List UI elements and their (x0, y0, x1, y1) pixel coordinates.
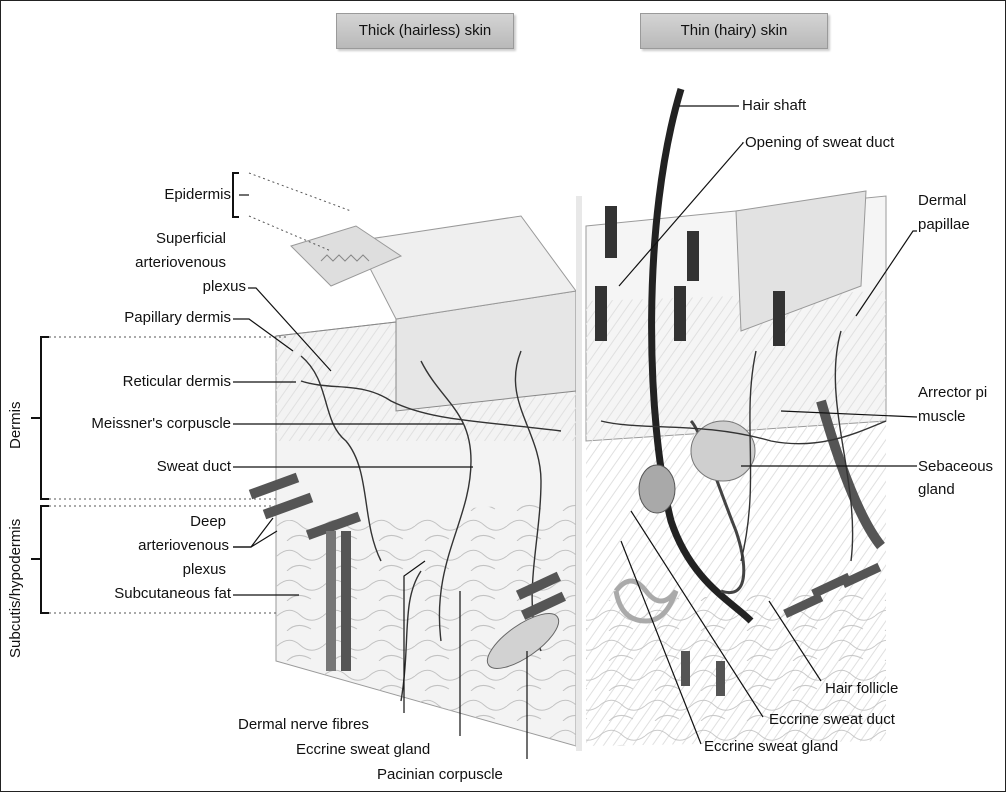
label-arrector-1: Arrector pi (918, 383, 987, 403)
label-eccrine-gland-left: Eccrine sweat gland (296, 740, 430, 760)
label-deep-3: plexus (91, 560, 226, 580)
label-opening-sweat-duct: Opening of sweat duct (745, 133, 894, 153)
label-dermal-papillae-1: Dermal (918, 191, 966, 211)
label-subcutis-vertical: Subcutis/hypodermis (7, 519, 24, 658)
label-deep-1: Deep (91, 512, 226, 532)
label-reticular-dermis: Reticular dermis (61, 372, 231, 392)
header-thick-skin: Thick (hairless) skin (336, 13, 514, 49)
label-pacinian: Pacinian corpuscle (377, 765, 503, 785)
label-hair-follicle: Hair follicle (825, 679, 898, 699)
label-superficial-1: Superficial (91, 229, 226, 249)
label-papillary-dermis: Papillary dermis (61, 308, 231, 328)
label-eccrine-gland-right: Eccrine sweat gland (704, 737, 838, 757)
label-superficial-2: arteriovenous (91, 253, 226, 273)
label-meissner: Meissner's corpuscle (51, 414, 231, 434)
thin-skin-block (586, 89, 886, 746)
label-sebaceous-1: Sebaceous (918, 457, 993, 477)
label-dermis-vertical: Dermis (7, 402, 24, 450)
label-dermal-papillae-2: papillae (918, 215, 970, 235)
label-sweat-duct: Sweat duct (61, 457, 231, 477)
label-hair-shaft: Hair shaft (742, 96, 806, 116)
label-arrector-2: muscle (918, 407, 966, 427)
thick-skin-block (276, 216, 576, 746)
label-sebaceous-2: gland (918, 480, 955, 500)
label-deep-2: arteriovenous (91, 536, 229, 556)
label-dermal-nerve-fibres: Dermal nerve fibres (238, 715, 369, 735)
header-thin-skin: Thin (hairy) skin (640, 13, 828, 49)
label-epidermis: Epidermis (101, 185, 231, 205)
label-eccrine-duct-right: Eccrine sweat duct (769, 710, 895, 730)
label-subcutaneous-fat: Subcutaneous fat (51, 584, 231, 604)
label-superficial-3: plexus (91, 277, 246, 297)
